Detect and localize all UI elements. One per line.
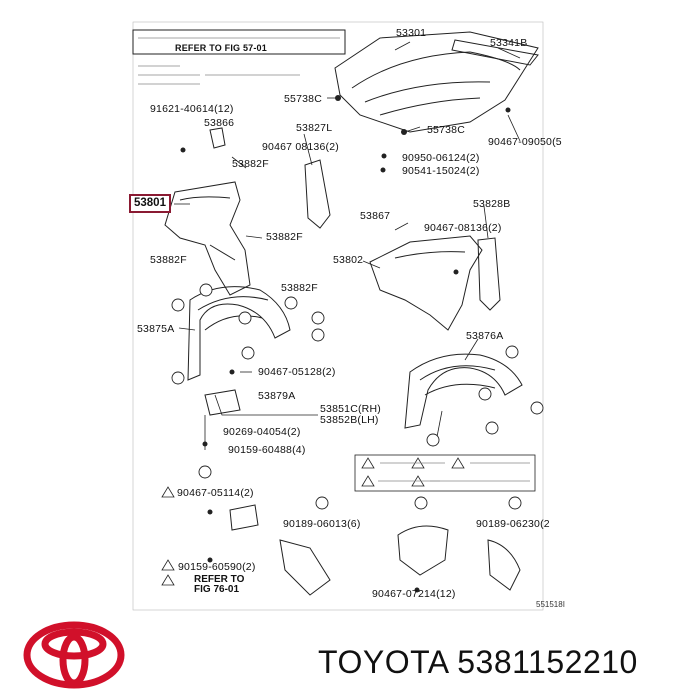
brand-name: TOYOTA [318, 644, 448, 680]
label-90467-07214: 90467-07214(12) [372, 588, 456, 600]
label-90159-60590: 90159-60590(2) [178, 561, 256, 573]
exploded-parts-diagram [132, 21, 544, 611]
label-53852b-lh: 53852B(LH) [320, 414, 379, 426]
label-55738c-b: 55738C [427, 124, 465, 136]
header-note-box [132, 29, 346, 55]
label-53875a: 53875A [137, 323, 175, 335]
right-fender-part-icon [369, 235, 483, 331]
bolt-parts-icon [180, 95, 511, 593]
left-liner-part-icon [187, 286, 291, 381]
label-53876a: 53876A [466, 330, 504, 342]
label-refer-fig: FIG 76-01 [194, 584, 240, 595]
label-91621-40614: 91621-40614(12) [150, 103, 234, 115]
diagram-frame [132, 21, 544, 611]
right-liner-part-icon [404, 353, 523, 429]
label-53882f-a: 53882F [232, 158, 269, 170]
label-90950-06124: 90950-06124(2) [402, 152, 480, 164]
label-90467-05114: 90467-05114(2) [177, 487, 254, 499]
hood-part-icon [334, 31, 539, 133]
label-90189-06013: 90189-06013(6) [283, 518, 361, 530]
label-90467-09050: 90467-09050(5 [488, 136, 562, 148]
label-53867: 53867 [360, 210, 391, 222]
label-90541-15024: 90541-15024(2) [402, 165, 480, 177]
label-53802: 53802 [333, 254, 364, 266]
label-53851c-rh: 53851C(RH) [320, 403, 381, 415]
label-53341b: 53341B [490, 37, 528, 49]
callout-circles [171, 283, 544, 510]
part-number: 5381152210 [457, 644, 638, 680]
label-53882f-d: 53882F [281, 282, 318, 294]
label-53882f-b: 53882F [266, 231, 303, 243]
label-90467-08136-b: 90467-08136(2) [424, 222, 502, 234]
label-53879a: 53879A [258, 390, 296, 402]
brand-and-part-number: TOYOTA 5381152210 [318, 644, 638, 681]
label-refer-to: REFER TO [194, 574, 245, 585]
leader-lines [174, 41, 521, 450]
toyota-logo-icon [23, 621, 125, 689]
warning-note-box [354, 454, 536, 492]
label-90269-04054: 90269-04054(2) [223, 426, 301, 438]
label-90159-60488: 90159-60488(4) [228, 444, 306, 456]
label-53828b: 53828B [473, 198, 511, 210]
bracket-parts-icon [204, 127, 521, 596]
label-53301: 53301 [396, 27, 427, 39]
label-90189-06230: 90189-06230(2 [476, 518, 550, 530]
label-55738c-a: 55738C [284, 93, 322, 105]
header-fine-print [138, 37, 530, 482]
label-53827l: 53827L [296, 122, 333, 134]
left-fender-part-icon [164, 181, 251, 296]
header-refer-label: REFER TO FIG 57-01 [175, 43, 267, 53]
label-90467-08136-a: 90467 08136(2) [262, 141, 339, 153]
label-53801-highlighted: 53801 [129, 194, 171, 213]
label-90467-05128: 90467-05128(2) [258, 366, 336, 378]
label-53882f-c: 53882F [150, 254, 187, 266]
label-53866: 53866 [204, 117, 235, 129]
figure-code: 551518I [536, 600, 565, 609]
